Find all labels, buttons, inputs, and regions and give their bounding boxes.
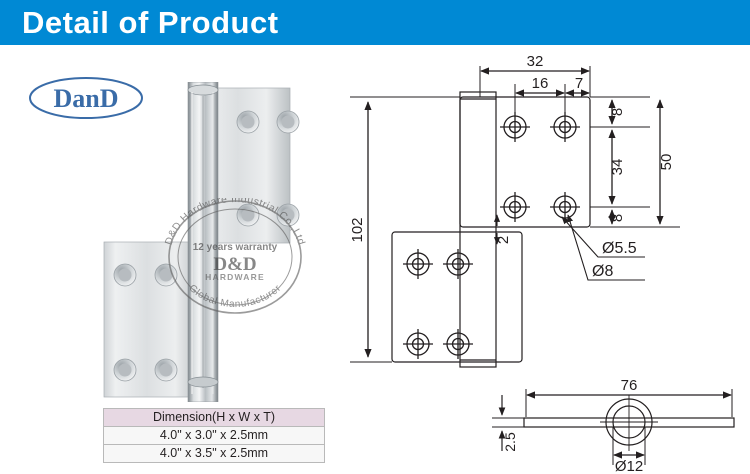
dim-plan-width — [525, 389, 733, 417]
dim-label-76: 76 — [621, 377, 638, 394]
dim-label-25: 2.5 — [502, 432, 518, 452]
table-cell-size-1: 4.0" x 3.0" x 2.5mm — [103, 426, 325, 445]
dim-plan-thickness — [492, 395, 524, 451]
dim-label-16: 16 — [532, 75, 549, 92]
watermark-brand-text: D&D — [213, 254, 256, 275]
callout-leader-lines — [561, 214, 645, 281]
screw-hole — [276, 203, 300, 227]
dim-label-50: 50 — [658, 154, 675, 171]
watermark-sub-text: HARDWARE — [205, 272, 265, 282]
dim-label-7: 7 — [575, 75, 583, 92]
dim-hole-spacing-x — [514, 84, 566, 116]
watermark-outer-ring-icon — [168, 200, 302, 314]
dim-label-32: 32 — [527, 53, 544, 70]
technical-drawing-front-view: 102 32 16 7 8 34 8 50 2 — [340, 52, 750, 382]
dim-label-d12: Ø12 — [615, 458, 643, 474]
screw-hole — [154, 358, 178, 382]
hinge-pin-cap-top-icon — [187, 84, 219, 96]
dim-label-top-8: 8 — [609, 108, 626, 116]
dim-label-2: 2 — [495, 236, 512, 244]
screw-hole-symbol — [403, 249, 433, 279]
table-row: 4.0" x 3.0" x 2.5mm — [103, 426, 325, 445]
page-title: Detail of Product — [22, 5, 279, 40]
watermark-top-text: D&D Hardware Industrial Co.,Ltd — [163, 198, 308, 247]
technical-drawing-plan-view: 76 2.5 Ø12 — [482, 375, 750, 474]
table-header-row: Dimension(H x W x T) — [103, 408, 325, 427]
screw-hole — [113, 263, 137, 287]
logo-oval-icon — [29, 77, 143, 119]
watermark-inner-ring-icon — [177, 208, 293, 306]
callout-label-d8: Ø8 — [592, 263, 613, 280]
watermark-warranty-text: 12 years warranty — [193, 242, 278, 253]
dim-label-bottom-8: 8 — [609, 214, 626, 222]
product-photo — [100, 82, 320, 402]
watermark-stamp: D&D Hardware Industrial Co.,Ltd Global M… — [148, 198, 323, 316]
dim-right-extension-lines — [590, 96, 680, 228]
screw-hole-symbol — [500, 112, 530, 142]
dimension-table: Dimension(H x W x T) 4.0" x 3.0" x 2.5mm… — [103, 408, 325, 463]
screw-hole — [154, 263, 178, 287]
brand-logo: DanD — [27, 76, 145, 120]
knuckle-band-outline — [459, 91, 497, 368]
dim-leaf-width — [479, 66, 591, 97]
screw-hole-symbol — [443, 249, 473, 279]
callout-label-d55: Ø5.5 — [602, 240, 637, 257]
dim-overall-height — [350, 96, 460, 363]
screw-hole-symbol — [403, 329, 433, 359]
header-bar — [0, 0, 750, 45]
table-row: 4.0" x 3.5" x 2.5mm — [103, 444, 325, 463]
hinge-knuckle — [187, 82, 219, 402]
screw-hole-symbol — [550, 112, 580, 142]
table-header-cell: Dimension(H x W x T) — [103, 408, 325, 427]
screw-hole — [236, 110, 260, 134]
dim-label-102: 102 — [349, 217, 366, 242]
hinge-pin-cap-bottom-icon — [187, 376, 219, 388]
dim-label-34: 34 — [609, 159, 626, 176]
lower-leaf-outline — [391, 231, 523, 363]
screw-hole-symbol — [550, 192, 580, 222]
table-cell-size-2: 4.0" x 3.5" x 2.5mm — [103, 444, 325, 463]
logo-text: DanD — [53, 84, 118, 113]
dim-plan-knuckle-dia — [612, 427, 646, 465]
screw-hole — [113, 358, 137, 382]
screw-hole-symbol — [443, 329, 473, 359]
screw-hole — [276, 110, 300, 134]
screw-hole-symbol — [500, 192, 530, 222]
